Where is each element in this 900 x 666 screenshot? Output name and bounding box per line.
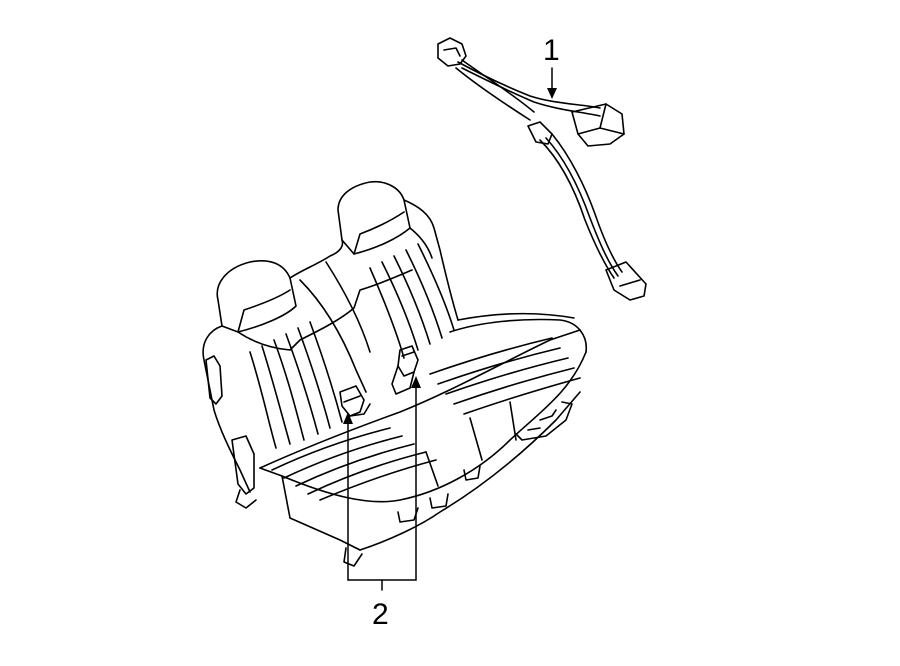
callout-leaders bbox=[348, 68, 552, 590]
seat-belt-assembly bbox=[438, 38, 646, 300]
callout-label-1: 1 bbox=[543, 34, 560, 67]
callout-arrowheads bbox=[343, 88, 557, 424]
callout-label-2: 2 bbox=[372, 598, 389, 631]
bench-seat bbox=[203, 182, 586, 566]
